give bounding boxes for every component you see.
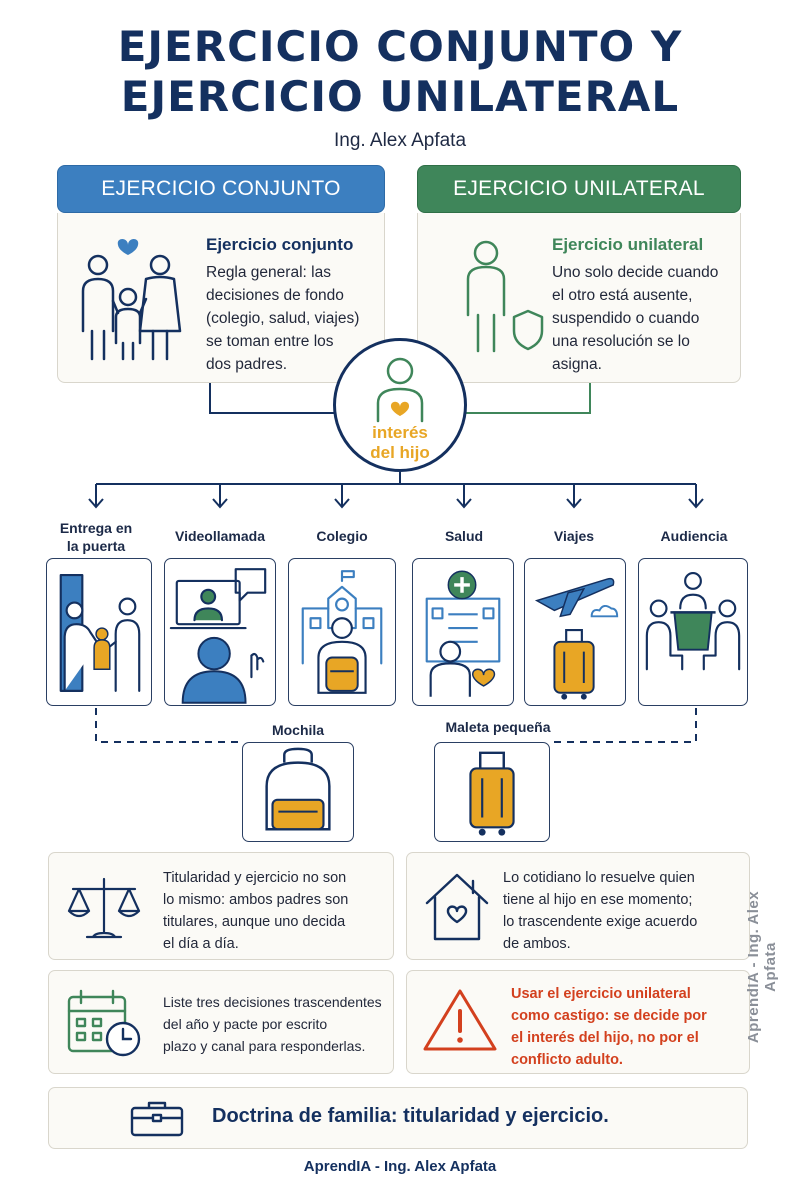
info-line: Titularidad y ejercicio no son bbox=[163, 870, 347, 886]
text-line: una resolución se lo bbox=[552, 333, 690, 350]
category-travel-box bbox=[524, 558, 626, 706]
watermark: AprendIA - Ing. Alex Apfata bbox=[745, 890, 779, 1044]
category-label-line: Entrega en bbox=[59, 520, 133, 536]
child-interest-line-2: del hijo bbox=[370, 443, 430, 462]
joint-exercise-panel: Ejercicio conjunto Regla general: las de… bbox=[57, 213, 385, 383]
category-label-video: Videollamada bbox=[174, 528, 265, 544]
info-line: Lo cotidiano lo resuelve quien bbox=[503, 870, 695, 886]
unilateral-exercise-title: Ejercicio unilateral bbox=[552, 235, 704, 254]
category-label-school: Colegio bbox=[316, 528, 368, 544]
category-label-health: Salud bbox=[444, 528, 484, 544]
category-school-box bbox=[288, 558, 396, 706]
info-line: lo trascendente exige acuerdo bbox=[503, 914, 698, 930]
backpack-icon bbox=[265, 747, 331, 831]
text-line: (colegio, salud, viajes) bbox=[206, 310, 360, 327]
category-label-travel: Viajes bbox=[553, 528, 595, 544]
info-line: plazo y canal para responderlas. bbox=[163, 1038, 366, 1054]
door-handover-icon bbox=[59, 574, 141, 692]
info-box-warning: Usar el ejercicio unilateral como castig… bbox=[406, 970, 750, 1074]
footer-credit: AprendIA - Ing. Alex Apfata bbox=[303, 1158, 497, 1175]
school-icon bbox=[301, 570, 383, 694]
doctrine-text: Doctrina de familia: titularidad y ejerc… bbox=[212, 1105, 609, 1127]
person-shield-icon bbox=[466, 240, 544, 353]
category-label-hearing: Audiencia bbox=[660, 528, 728, 544]
category-label-door: Entrega en la puerta bbox=[46, 519, 146, 555]
category-door-box bbox=[46, 558, 152, 706]
text-line: suspendido o cuando bbox=[552, 310, 700, 327]
doctrine-banner bbox=[48, 1087, 748, 1149]
unilateral-exercise-header: EJERCICIO UNILATERAL bbox=[417, 165, 741, 213]
text-line: Uno solo decide cuando bbox=[552, 264, 719, 281]
info-text-decisions: Liste tres decisiones trascendentes del … bbox=[163, 991, 382, 1057]
title-line-2: EJERCICIO UNILATERAL bbox=[120, 72, 680, 121]
item-label-suitcase: Maleta pequeña bbox=[445, 719, 551, 735]
category-video-box bbox=[164, 558, 276, 706]
info-text-daily: Lo cotidiano lo resuelve quien tiene al … bbox=[503, 867, 697, 955]
info-line: Usar el ejercicio unilateral bbox=[511, 986, 691, 1002]
unilateral-exercise-panel: Ejercicio unilateral Uno solo decide cua… bbox=[417, 213, 741, 383]
text-line: se toman entre los bbox=[206, 333, 334, 350]
author-name: Ing. Alex Apfata bbox=[333, 130, 467, 151]
text-line: el otro está ausente, bbox=[552, 287, 693, 304]
joint-exercise-title: Ejercicio conjunto bbox=[206, 235, 354, 254]
info-box-daily: Lo cotidiano lo resuelve quien tiene al … bbox=[406, 852, 750, 960]
item-suitcase-box bbox=[434, 742, 550, 842]
info-text-ownership: Titularidad y ejercicio no son lo mismo:… bbox=[163, 867, 348, 955]
text-line: decisiones de fondo bbox=[206, 287, 344, 304]
child-interest-line-1: interés bbox=[372, 423, 428, 442]
suitcase-icon bbox=[469, 751, 515, 836]
airplane-suitcase-icon bbox=[534, 577, 619, 700]
briefcase-icon bbox=[130, 1101, 184, 1137]
hearing-icon bbox=[645, 572, 741, 671]
unilateral-exercise-text: Uno solo decide cuando el otro está ause… bbox=[552, 261, 718, 376]
info-line: el día a día. bbox=[163, 936, 239, 952]
scales-icon bbox=[67, 877, 141, 939]
info-text-warning: Usar el ejercicio unilateral como castig… bbox=[511, 983, 707, 1071]
category-health-box bbox=[412, 558, 514, 706]
info-line: conflicto adulto. bbox=[511, 1052, 623, 1068]
joint-exercise-text: Regla general: las decisiones de fondo (… bbox=[206, 261, 359, 376]
calendar-clock-icon bbox=[67, 989, 141, 1057]
info-line: titulares, aunque uno decida bbox=[163, 914, 346, 930]
title-line-1: EJERCICIO CONJUNTO Y bbox=[117, 22, 683, 71]
child-interest-circle bbox=[333, 338, 467, 472]
page-title: EJERCICIO CONJUNTO Y EJERCICIO UNILATERA… bbox=[0, 22, 800, 122]
video-call-icon bbox=[169, 568, 267, 704]
text-line: Regla general: las bbox=[206, 264, 331, 281]
info-line: de ambos. bbox=[503, 936, 571, 952]
warning-icon bbox=[423, 989, 497, 1051]
hospital-icon bbox=[425, 570, 501, 697]
info-line: como castigo: se decide por bbox=[511, 1008, 707, 1024]
item-backpack-box bbox=[242, 742, 354, 842]
info-line: tiene al hijo en ese momento; bbox=[503, 892, 693, 908]
joint-exercise-header: EJERCICIO CONJUNTO bbox=[57, 165, 385, 213]
info-line: lo mismo: ambos padres son bbox=[163, 892, 349, 908]
category-label-line: la puerta bbox=[66, 538, 126, 554]
item-label-backpack: Mochila bbox=[271, 722, 325, 738]
info-box-decisions: Liste tres decisiones trascendentes del … bbox=[48, 970, 394, 1074]
text-line: asigna. bbox=[552, 356, 602, 373]
family-heart-icon bbox=[81, 239, 182, 361]
child-heart-icon bbox=[376, 357, 424, 423]
info-line: el interés del hijo, no por el bbox=[511, 1030, 699, 1046]
house-heart-icon bbox=[425, 873, 489, 941]
child-interest-label: interés del hijo bbox=[333, 423, 467, 463]
category-hearing-box bbox=[638, 558, 748, 706]
info-line: del año y pacte por escrito bbox=[163, 1016, 328, 1032]
info-line: Liste tres decisiones trascendentes bbox=[163, 994, 382, 1010]
text-line: dos padres. bbox=[206, 356, 287, 373]
info-box-ownership: Titularidad y ejercicio no son lo mismo:… bbox=[48, 852, 394, 960]
